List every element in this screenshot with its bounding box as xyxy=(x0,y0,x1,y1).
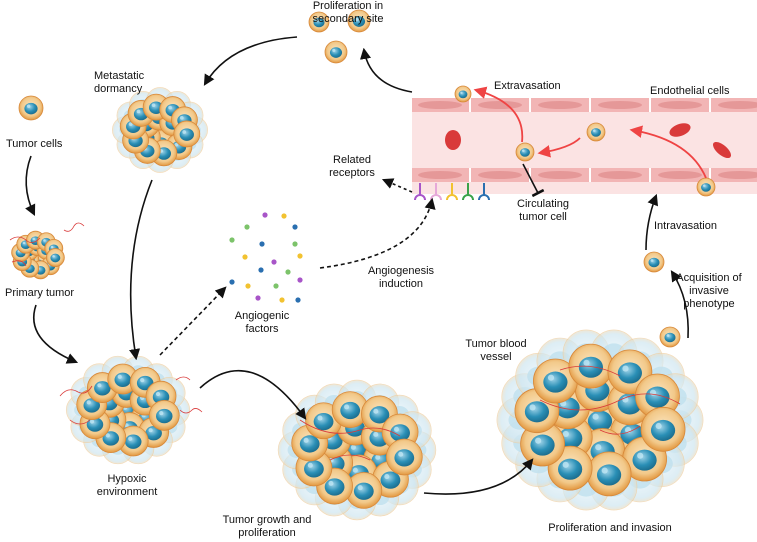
dormancy-cluster xyxy=(112,87,208,173)
tumor-cell xyxy=(643,251,665,273)
arrow-to-related-receptors xyxy=(381,178,413,193)
label-proliferation-invasion: Proliferation and invasion xyxy=(548,522,672,534)
label-intravasation: Intravasation xyxy=(654,220,717,232)
arrow-invasion-to-acquisition xyxy=(670,270,689,339)
tumor-cell xyxy=(18,95,44,121)
marker-circulating-cell xyxy=(522,163,545,198)
tumor-cell xyxy=(385,438,423,476)
label-extravasation: Extravasation xyxy=(494,80,561,92)
arrow-hypoxic-to-growth xyxy=(199,369,307,420)
label-tumor-cells: Tumor cells xyxy=(6,138,63,150)
tumor-cell xyxy=(586,122,606,142)
endothelial-cells-bottom xyxy=(412,168,757,182)
tumor-cell xyxy=(696,177,716,197)
label-acquisition-invasive: Acquisition of invasive phenotype xyxy=(676,272,742,310)
tumor-cell xyxy=(148,399,180,431)
label-tumor-growth: Tumor growth and proliferation xyxy=(222,514,312,539)
label-endothelial-cells: Endothelial cells xyxy=(650,85,730,97)
tumor-cell xyxy=(117,425,149,457)
receptor-icon xyxy=(414,183,490,201)
tumor-cell xyxy=(324,40,348,64)
arrow-tumor-to-primary xyxy=(25,155,36,217)
arrow-growth-to-invasion xyxy=(423,458,534,495)
vascular-arrows xyxy=(473,86,707,179)
tumor-cell xyxy=(347,9,371,33)
angiogenic-factors xyxy=(229,212,303,303)
red-blood-cell-icon xyxy=(445,123,732,159)
tumor-cell xyxy=(454,85,472,103)
tumor-cell xyxy=(308,11,330,33)
tumor-cluster-icon xyxy=(11,87,704,521)
tumor-cell xyxy=(520,421,565,467)
flow-arrows xyxy=(25,36,689,495)
tumor-cell xyxy=(640,406,686,452)
tumor-cell xyxy=(345,471,383,509)
arrow-extravasation-to-secondary xyxy=(359,47,413,93)
capillary-icon xyxy=(9,222,681,461)
arrow-acquisition-to-intravasation xyxy=(645,193,659,251)
arrow-hypoxic-to-factors xyxy=(159,286,227,356)
arrow-induction-to-receptors xyxy=(319,197,436,269)
tumor-cell xyxy=(586,451,632,497)
tumor-cell xyxy=(107,363,139,395)
tumor-cell xyxy=(635,373,680,419)
endothelial-cells-top xyxy=(412,98,757,112)
label-angiogenesis-induction: Angiogenesis induction xyxy=(367,265,435,290)
label-proliferation-secondary: Proliferation in secondary site xyxy=(312,0,384,25)
tumor-cell xyxy=(515,142,535,162)
primary-tumor-cluster xyxy=(11,230,65,280)
tumor-cell xyxy=(45,248,65,267)
hypoxic-cluster xyxy=(65,355,191,465)
arrow-secondary-to-dormancy xyxy=(203,36,298,86)
blood-vessel-icon xyxy=(412,98,757,194)
tumor-cell-icon xyxy=(18,9,716,348)
label-angiogenic-factors: Angiogenic factors xyxy=(234,310,290,335)
label-hypoxic-environment: Hypoxic environment xyxy=(96,473,158,498)
arrow-dormancy-to-hypoxic xyxy=(129,179,153,361)
label-circulating-tumor-cell: Circulating tumor cell xyxy=(517,198,569,223)
label-related-receptors: Related receptors xyxy=(329,154,375,179)
label-primary-tumor: Primary tumor xyxy=(5,287,75,299)
arrow-intravasation-up xyxy=(629,125,707,179)
tumor-cell xyxy=(173,120,201,148)
growth-cluster xyxy=(277,379,437,521)
arrow-into-circulation xyxy=(537,137,581,158)
invasion-cluster xyxy=(496,329,704,511)
tumor-cell xyxy=(568,343,614,389)
tumor-cell xyxy=(331,391,369,429)
label-tumor-blood-vessel: Tumor blood vessel xyxy=(465,338,527,363)
label-metastatic-dormancy: Metastatic dormancy xyxy=(94,70,145,95)
arrow-extravasation xyxy=(473,86,524,143)
tumor-cell xyxy=(659,326,681,348)
arrow-primary-to-hypoxic xyxy=(32,304,79,364)
